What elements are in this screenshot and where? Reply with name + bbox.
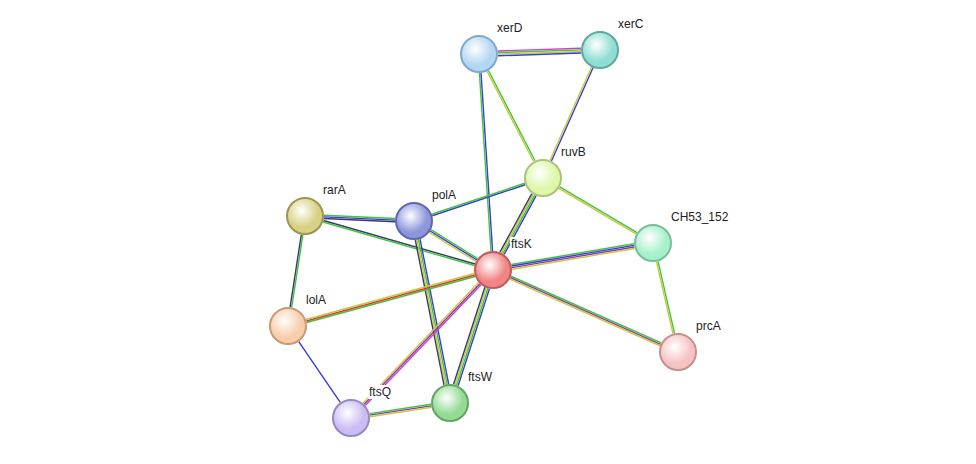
evidence-strand xyxy=(363,283,479,404)
protein-node: CH53_152 xyxy=(634,224,672,262)
interaction-edge xyxy=(487,71,535,162)
protein-node: xerC xyxy=(581,31,619,69)
evidence-strand xyxy=(504,196,536,255)
evidence-strand xyxy=(658,261,675,333)
evidence-strand xyxy=(487,71,534,161)
evidence-strand xyxy=(365,285,481,406)
interaction-edge xyxy=(370,404,432,416)
evidence-strand xyxy=(510,278,660,345)
interaction-edge xyxy=(498,48,581,56)
evidence-strand xyxy=(417,240,446,385)
evidence-strand xyxy=(420,239,449,384)
evidence-strand xyxy=(656,262,673,334)
evidence-strand xyxy=(431,230,478,259)
node-label: xerD xyxy=(496,21,523,35)
evidence-strand xyxy=(559,188,636,234)
evidence-strand xyxy=(560,187,637,233)
evidence-strand xyxy=(551,68,593,161)
evidence-strand xyxy=(370,407,431,416)
node-label: prcA xyxy=(695,319,722,333)
evidence-strand xyxy=(415,240,444,385)
interaction-edge xyxy=(290,235,303,308)
interaction-edge xyxy=(500,194,536,255)
interaction-edge xyxy=(656,261,674,333)
interaction-edge xyxy=(559,187,637,234)
protein-node: rarA xyxy=(286,197,324,235)
evidence-strand xyxy=(429,232,476,261)
interaction-edge xyxy=(299,342,341,403)
protein-node: ftsQ xyxy=(332,399,370,437)
protein-node: polA xyxy=(395,202,433,240)
node-label: ftsW xyxy=(467,370,493,384)
node-label: ruvB xyxy=(560,145,587,159)
protein-node: ruvB xyxy=(524,159,562,197)
interaction-edge xyxy=(510,276,662,346)
interaction-edge xyxy=(429,230,477,262)
node-label: CH53_152 xyxy=(670,210,729,224)
evidence-strand xyxy=(290,235,301,307)
evidence-strand xyxy=(511,276,661,343)
evidence-strand xyxy=(510,279,660,346)
evidence-strand xyxy=(501,194,533,253)
protein-node: ftsK xyxy=(474,251,512,289)
interaction-edge xyxy=(432,183,525,216)
node-label: rarA xyxy=(322,183,347,197)
protein-node: prcA xyxy=(659,333,697,371)
evidence-strand xyxy=(498,53,581,56)
evidence-strand xyxy=(292,235,303,307)
evidence-strand xyxy=(500,194,532,253)
node-label: lolA xyxy=(305,293,327,307)
interaction-edge xyxy=(324,215,395,221)
interaction-edge xyxy=(550,67,593,161)
protein-node: ftsW xyxy=(431,384,469,422)
evidence-strand xyxy=(479,73,491,251)
evidence-strand xyxy=(364,284,480,405)
evidence-strand xyxy=(430,231,477,260)
evidence-strand xyxy=(324,218,395,221)
node-label: ftsK xyxy=(510,237,533,251)
evidence-strand xyxy=(512,249,635,270)
interaction-edge xyxy=(479,73,492,251)
evidence-strand xyxy=(299,342,341,403)
evidence-strand xyxy=(418,239,447,384)
evidence-strand xyxy=(488,71,535,161)
evidence-strand xyxy=(481,73,493,251)
evidence-strand xyxy=(370,406,431,415)
evidence-strand xyxy=(432,183,525,214)
evidence-strand xyxy=(503,195,535,254)
node-label: xerC xyxy=(617,17,644,31)
interaction-edge xyxy=(363,283,481,406)
node-label: ftsQ xyxy=(368,385,392,399)
node-label: polA xyxy=(431,188,457,202)
interaction-edge xyxy=(415,239,448,385)
protein-node: xerD xyxy=(460,35,498,73)
evidence-strand xyxy=(550,67,592,160)
protein-node: lolA xyxy=(269,307,307,345)
